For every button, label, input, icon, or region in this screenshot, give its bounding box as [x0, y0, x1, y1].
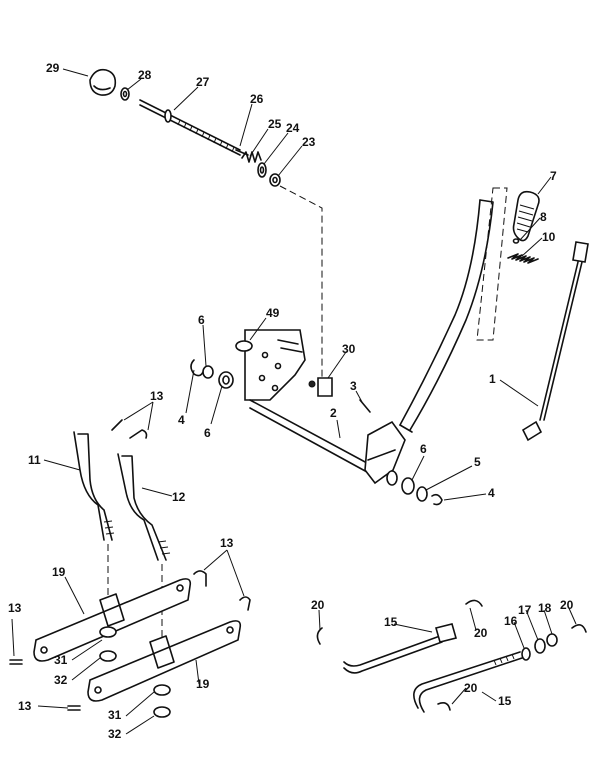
callout-30: 30 — [342, 342, 356, 356]
callout-6-right: 6 — [420, 442, 427, 456]
washer-part-24 — [257, 162, 267, 178]
callout-8: 8 — [540, 210, 547, 224]
callout-29: 29 — [46, 61, 60, 75]
callout-17: 17 — [518, 603, 532, 617]
bushing-left — [190, 359, 234, 389]
callout-31-upper: 31 — [54, 653, 68, 667]
callout-19-lower: 19 — [196, 677, 210, 691]
callout-20-right: 20 — [560, 598, 574, 612]
callout-13-arm-right: 13 — [220, 536, 234, 550]
callout-23: 23 — [302, 135, 316, 149]
cotter-pins-part-13-arms — [9, 570, 251, 711]
clip-part-30 — [308, 377, 333, 397]
callout-18: 18 — [538, 601, 552, 615]
callout-24: 24 — [286, 121, 300, 135]
threaded-rod-part-27 — [139, 99, 241, 156]
bushing-right — [386, 470, 443, 506]
callout-labels: 29 28 27 26 25 24 23 7 8 10 1 49 6 30 3 … — [8, 61, 574, 741]
lift-arm-bracket — [364, 420, 406, 485]
rod-part-1 — [521, 241, 589, 442]
callout-16: 16 — [504, 614, 518, 628]
callout-13-bottom: 13 — [18, 699, 32, 713]
callout-12: 12 — [172, 490, 186, 504]
callout-32-lower: 32 — [108, 727, 122, 741]
callout-11: 11 — [28, 453, 41, 467]
callout-6-upper: 6 — [198, 313, 205, 327]
callout-27: 27 — [196, 75, 210, 89]
washer-part-49 — [235, 340, 253, 352]
callout-20-middle: 20 — [474, 626, 488, 640]
callout-19-upper: 19 — [52, 565, 66, 579]
callout-28: 28 — [138, 68, 152, 82]
callout-15-lower: 15 — [498, 694, 512, 708]
callout-20-bottom: 20 — [464, 681, 478, 695]
callout-5: 5 — [474, 455, 481, 469]
callout-15-upper: 15 — [384, 615, 398, 629]
lift-arm-part-19-top — [33, 578, 192, 662]
assembly-line-rod — [279, 185, 323, 378]
callout-32-upper: 32 — [54, 673, 68, 687]
bracket-plate-part — [244, 329, 306, 401]
lift-handle-part — [399, 187, 508, 433]
washer-part-28 — [120, 87, 130, 101]
link-rod-part-15-bottom — [413, 651, 523, 713]
callout-20-left: 20 — [311, 598, 325, 612]
callout-49: 49 — [266, 306, 280, 320]
callout-10: 10 — [542, 230, 556, 244]
link-rod-part-15-top — [343, 623, 457, 674]
bushings-part-31-32 — [99, 626, 171, 718]
callout-7: 7 — [550, 169, 557, 183]
cotter-pins-part-13-top — [111, 419, 148, 439]
nut-part-23 — [269, 173, 281, 187]
callout-31-lower: 31 — [108, 708, 122, 722]
callout-4-left: 4 — [178, 413, 185, 427]
callout-26: 26 — [250, 92, 264, 106]
callout-13-arm-left: 13 — [8, 601, 22, 615]
lift-arm-part-19-bottom — [87, 620, 242, 702]
callout-6-middle: 6 — [204, 426, 211, 440]
callout-25: 25 — [268, 117, 282, 131]
spring-part-10 — [507, 253, 539, 264]
clips-part-20 — [316, 599, 587, 711]
button-part-8 — [512, 238, 520, 244]
shaft-part-2 — [249, 399, 381, 479]
callout-2: 2 — [330, 406, 337, 420]
spring-part-25 — [241, 151, 262, 163]
link-part-11 — [73, 431, 115, 596]
callout-1: 1 — [489, 372, 496, 386]
knob-part-29 — [89, 68, 117, 96]
callout-4-right: 4 — [488, 486, 495, 500]
callout-13-links: 13 — [150, 389, 164, 403]
callout-3: 3 — [350, 379, 357, 393]
grip-part-7 — [512, 190, 540, 242]
leader-lines — [11, 68, 577, 735]
hardware-part-16-17-18 — [521, 633, 558, 661]
